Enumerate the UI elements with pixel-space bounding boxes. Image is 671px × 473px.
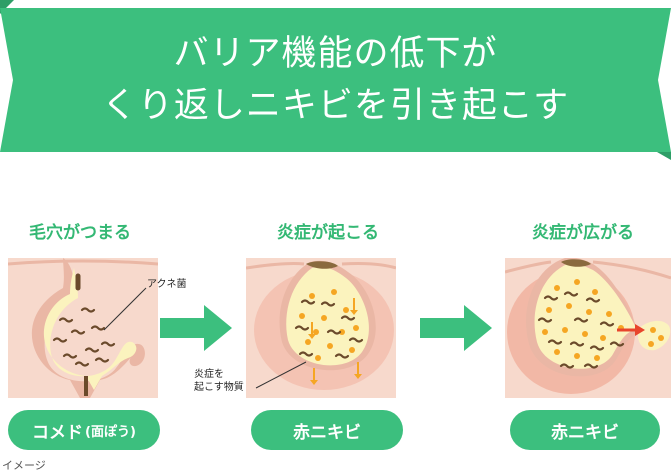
- stage-title-inflammation-spreads: 炎症が広がる: [532, 223, 634, 243]
- callout-acne-bacteria: アクネ菌: [147, 279, 187, 290]
- label-comedone-sub: (面ぽう): [85, 424, 136, 440]
- comedone-illustration: [8, 258, 158, 398]
- banner-title: バリア機能の低下が くり返しニキビを引き起こす: [0, 28, 671, 132]
- banner-title-line-1: バリア機能の低下が: [173, 34, 498, 74]
- label-comedone-text: コメド: [32, 422, 84, 443]
- label-comedone: コメド (面ぽう): [8, 410, 160, 450]
- right-arrow-icon: [420, 305, 492, 351]
- stage-title-clogged-pore: 毛穴がつまる: [29, 223, 131, 243]
- callout-substance-line-2: 起こす物質: [194, 382, 244, 393]
- callout-inflammatory-substance: 炎症を 起こす物質: [194, 368, 244, 394]
- image-note: イメージ: [2, 459, 46, 472]
- banner-title-line-2: くり返しニキビを引き起こす: [101, 86, 570, 126]
- right-arrow-icon: [160, 305, 232, 351]
- label-red-pimple-1: 赤ニキビ: [251, 410, 403, 450]
- stage-title-inflammation-occurs: 炎症が起こる: [277, 223, 379, 243]
- spreading-inflammation-illustration: [505, 258, 671, 398]
- inflamed-pimple-illustration: [246, 258, 396, 398]
- label-red-pimple-2: 赤ニキビ: [510, 410, 660, 450]
- callout-substance-line-1: 炎症を: [194, 369, 224, 380]
- banner-ribbon: [0, 0, 671, 160]
- header-banner: バリア機能の低下が くり返しニキビを引き起こす: [0, 0, 671, 160]
